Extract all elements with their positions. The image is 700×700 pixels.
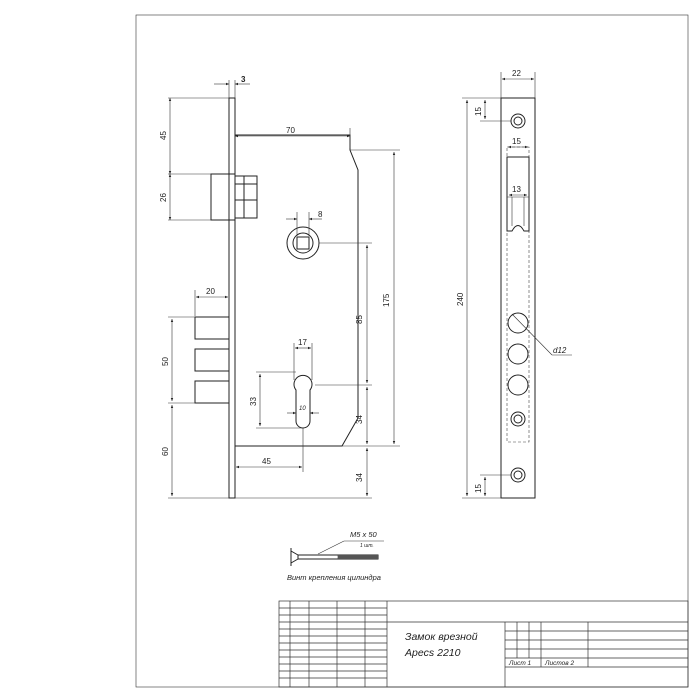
dim-cylinder-to-bottom: 34: [355, 415, 364, 424]
dim-bottom-to-bolts: 60: [161, 447, 170, 456]
dim-spindle-square: 8: [318, 210, 323, 219]
faceplate-front-view: [500, 97, 536, 499]
dim-cylinder-offset: 10: [299, 406, 306, 412]
dim-backset: 45: [262, 457, 271, 466]
dim-bolt-span: 50: [161, 357, 170, 366]
dim-latch-width: 13: [512, 185, 521, 194]
dim-top-hole: 15: [474, 107, 483, 116]
deadbolt-2: [194, 348, 230, 372]
dim-bolt-throw: 20: [206, 287, 215, 296]
sheet-frame: [135, 14, 689, 688]
dim-faceplate-length: 240: [456, 292, 465, 306]
spindle-outer: [286, 226, 320, 260]
latch-part: [234, 175, 258, 219]
title-name-line1: Замок врезной: [405, 631, 478, 643]
bolt-hole-3: [507, 374, 529, 396]
cylinder-screw: M5 x 50 1 шт. Винт крепления цилиндра: [287, 530, 384, 582]
spindle-square: [296, 236, 310, 250]
dim-body-height: 175: [382, 293, 391, 307]
side-dimensions: 3 45 26 70 8 175 85 34 34: [159, 75, 400, 499]
screw-spec: M5 x 50: [350, 530, 378, 539]
dim-window-width: 15: [512, 137, 521, 146]
spindle-ring: [292, 232, 314, 254]
bottom-screw-hole: [510, 467, 526, 483]
screw-caption: Винт крепления цилиндра: [287, 573, 381, 582]
latch-slot: [506, 156, 530, 232]
lower-screw-hole: [510, 411, 526, 427]
title-block: Замок врезной Apecs 2210 Лист 1 Листов 2: [278, 600, 689, 688]
dim-body-width: 70: [286, 126, 295, 135]
dim-latch-height: 26: [159, 193, 168, 202]
cylinder-hole: [293, 374, 313, 429]
dim-cylinder-width: 17: [298, 338, 307, 347]
bolt-hole-1: [507, 312, 529, 334]
lock-side-view: [194, 97, 359, 499]
faceplate-dimensions: 22 240 15 15 13 d12 15: [456, 69, 572, 499]
top-screw-hole: [510, 113, 526, 129]
dim-faceplate-thickness: 3: [241, 75, 246, 84]
dim-cylinder-height: 33: [249, 397, 258, 406]
dim-bottom-hole: 15: [474, 484, 483, 493]
dim-faceplate-width: 22: [512, 69, 521, 78]
faceplate-front: [500, 97, 536, 499]
latch-bolt: [210, 173, 236, 221]
title-name-line2: Apecs 2210: [404, 647, 461, 659]
deadbolt-3: [194, 380, 230, 404]
title-sheets-total: Листов 2: [544, 660, 574, 667]
dim-top-to-latch: 45: [159, 131, 168, 140]
title-sheet: Лист 1: [508, 660, 532, 667]
deadbolt-1: [194, 316, 230, 340]
faceplate-side: [228, 97, 236, 499]
dim-bottom-extension: 34: [355, 473, 364, 482]
dim-spindle-to-cylinder: 85: [355, 315, 364, 324]
screw-qty: 1 шт.: [360, 543, 374, 549]
bolt-hole-2: [507, 343, 529, 365]
dim-hole-diameter: d12: [553, 346, 567, 355]
